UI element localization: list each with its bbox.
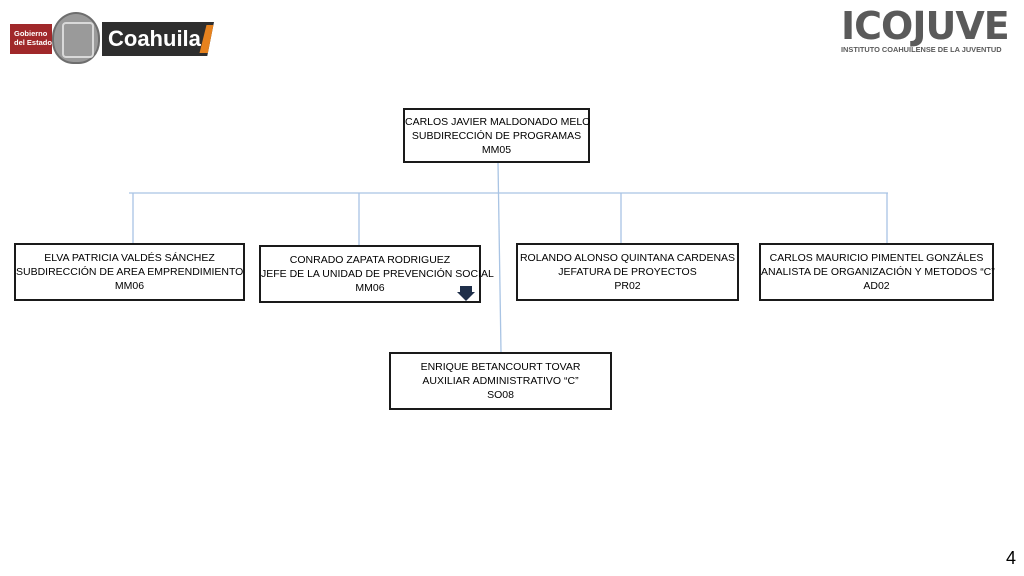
box-name: ELVA PATRICIA VALDÉS SÁNCHEZ (44, 252, 215, 264)
box-name: ROLANDO ALONSO QUINTANA CARDENAS (519, 252, 736, 264)
gobierno-coahuila-logo: Gobierno del Estado Coahuila (10, 10, 215, 66)
page-number: 4 (1005, 548, 1016, 568)
box-title: ANALISTA DE ORGANIZACIÓN Y METODOS “C” (761, 266, 995, 278)
box-name: ENRIQUE BETANCOURT TOVAR (420, 361, 581, 373)
box-code: MM06 (355, 282, 385, 294)
box-code: MM05 (481, 143, 512, 156)
box-name: CARLOS MAURICIO PIMENTEL GONZÁLES (769, 252, 984, 264)
box-title: SUBDIRECCIÓN DE AREA EMPRENDIMIENTO (16, 266, 244, 278)
org-box-staff: ENRIQUE BETANCOURT TOVAR AUXILIAR ADMINI… (389, 352, 612, 410)
icojuve-subtitle: INSTITUTO COAHUILENSE DE LA JUVENTUD (841, 45, 1002, 54)
org-box-3: ROLANDO ALONSO QUINTANA CARDENAS JEFATUR… (516, 243, 739, 301)
gobierno-badge: Gobierno del Estado (10, 24, 52, 54)
icojuve-logo: ICOJUVE INSTITUTO COAHUILENSE DE LA JUVE… (841, 6, 1016, 54)
org-box-1: ELVA PATRICIA VALDÉS SÁNCHEZ SUBDIRECCIÓ… (14, 243, 245, 301)
org-box-4: CARLOS MAURICIO PIMENTEL GONZÁLES ANALIS… (759, 243, 995, 301)
box-title: JEFATURA DE PROYECTOS (558, 266, 697, 278)
box-name: CARLOS JAVIER MALDONADO MELO (405, 115, 591, 128)
box-code: AD02 (863, 280, 890, 292)
box-code: MM06 (114, 280, 145, 292)
box-title: JEFE DE LA UNIDAD DE PREVENCIÓN SOCIAL (261, 268, 494, 280)
icojuve-title: ICOJUVE (841, 4, 1010, 48)
box-title: AUXILIAR ADMINISTRATIVO “C” (422, 375, 579, 387)
box-code: SO08 (487, 389, 514, 401)
box-name: CONRADO ZAPATA RODRIGUEZ (289, 254, 451, 266)
box-title: SUBDIRECCIÓN DE PROGRAMAS (411, 129, 582, 142)
org-box-2: CONRADO ZAPATA RODRIGUEZ JEFE DE LA UNID… (259, 245, 494, 303)
trunk-line (497, 161, 502, 353)
coahuila-wordmark: Coahuila (102, 22, 214, 56)
arrow-down-icon (457, 286, 475, 301)
box-code: PR02 (614, 280, 641, 292)
state-seal-icon (52, 12, 100, 64)
org-box-top: CARLOS JAVIER MALDONADO MELO SUBDIRECCIÓ… (403, 108, 590, 163)
